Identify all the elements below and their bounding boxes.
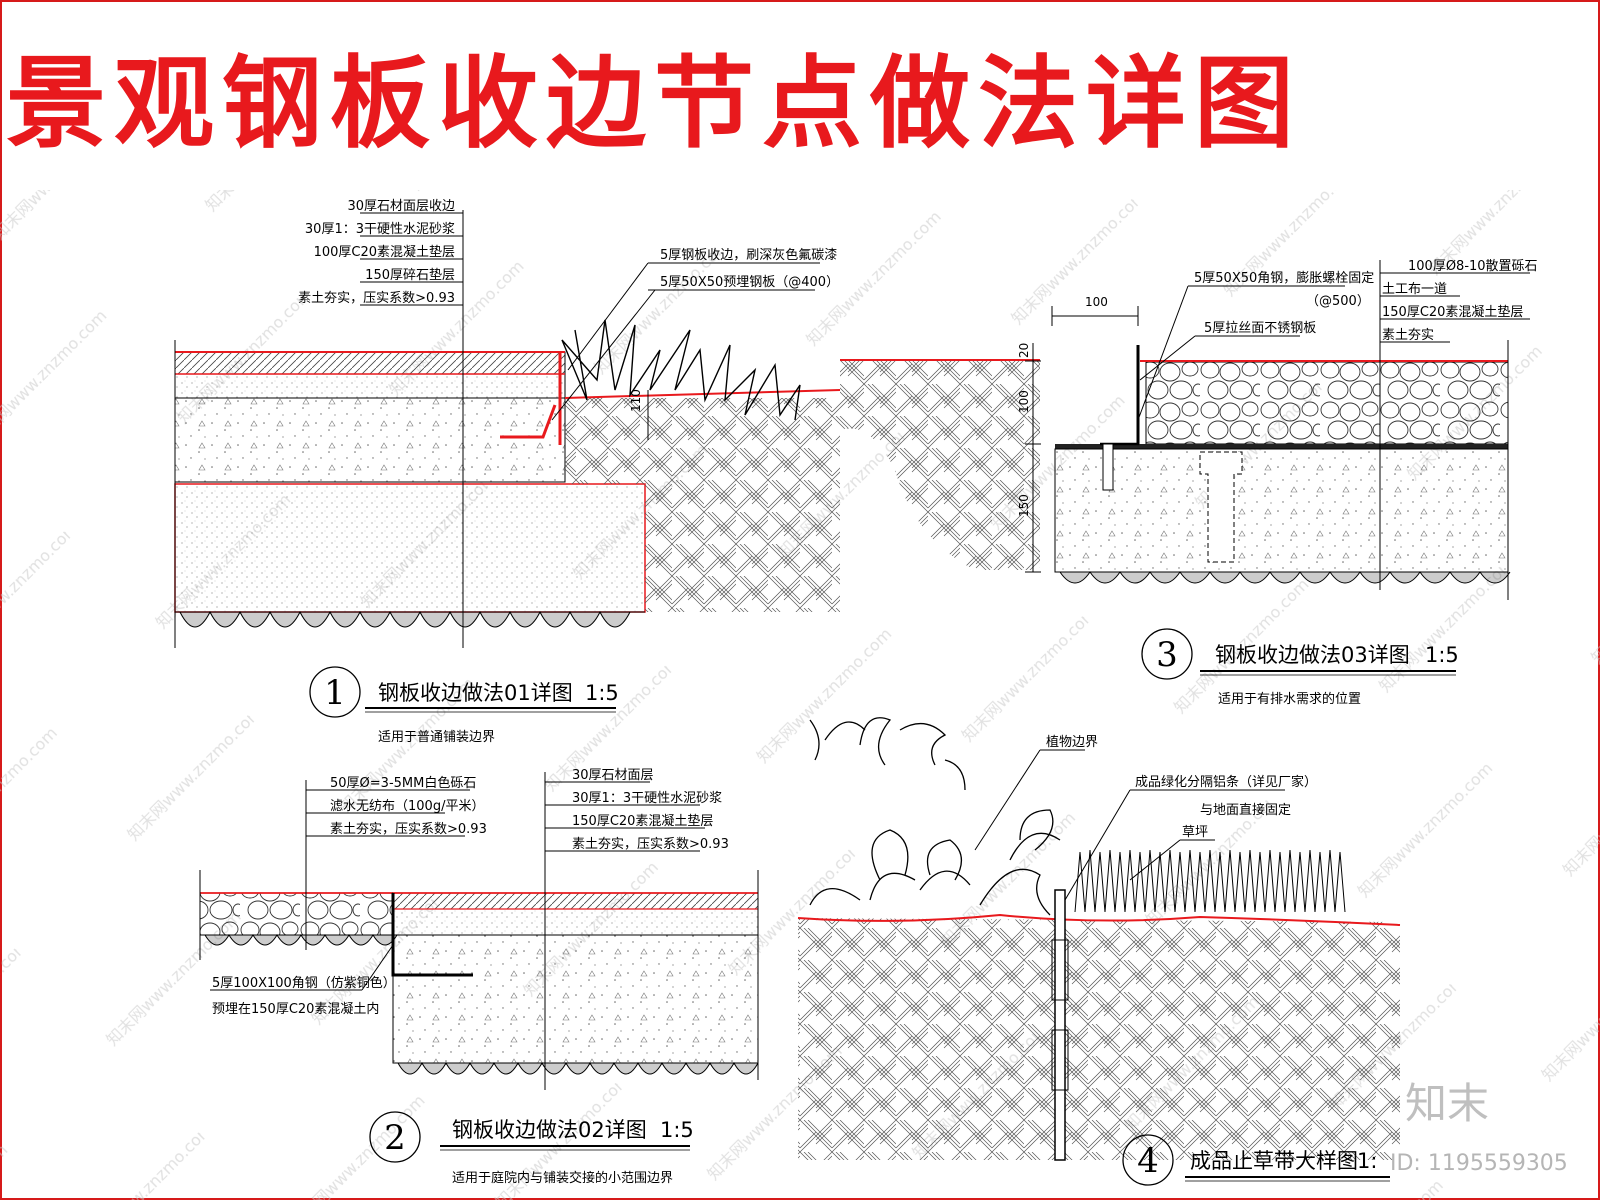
- dim-100: 100: [1017, 390, 1031, 413]
- concrete-layer: [392, 934, 759, 1064]
- layer-label: 素土夯实，压实系数>0.93: [298, 291, 455, 306]
- detail-3: 100 20 100 150 5厚50X50角钢，膨胀螺栓固定 （@500） 5…: [840, 259, 1538, 707]
- detail-number-circle: [309, 666, 361, 718]
- detail-number: 3: [1156, 635, 1178, 675]
- dim-20: 20: [1017, 343, 1031, 358]
- plate-labels: 5厚钢板收边，刷深灰色氟碳漆 5厚50X50预埋钢板（@400）: [551, 247, 839, 421]
- layer-label: 100厚Ø8-10散置砾石: [1408, 259, 1538, 274]
- note-label: 成品绿化分隔铝条（详见厂家）: [1135, 774, 1317, 790]
- layer-label: 素土夯实: [1382, 328, 1434, 343]
- mortar-layer: [392, 908, 759, 936]
- layer-label: 50厚Ø=3-5MM白色砾石: [330, 775, 476, 791]
- gravel-base-layer: [174, 483, 646, 613]
- angle-note: （@500）: [1306, 294, 1370, 309]
- layer-label: 素土夯实，压实系数>0.93: [572, 837, 729, 852]
- layer-label: 150厚C20素混凝土垫层: [572, 813, 713, 829]
- layer-label: 150厚C20素混凝土垫层: [1382, 304, 1523, 320]
- pebble-layer: [1145, 361, 1509, 445]
- soil-hatch: [840, 360, 1040, 570]
- grass: [561, 319, 801, 421]
- layer-label: 30厚1：3干硬性水泥砂浆: [305, 222, 455, 237]
- drawing-title: 景观钢板收边节点做法详图: [6, 45, 1302, 162]
- angle-note: 预埋在150厚C20素混凝土内: [212, 1001, 379, 1017]
- note-label: 植物边界: [1046, 735, 1098, 750]
- ground-surface-line: [797, 913, 1401, 926]
- plate-note: 5厚钢板收边，刷深灰色氟碳漆: [660, 247, 837, 263]
- detail-number-circle: [369, 1111, 421, 1163]
- plants: [809, 717, 1061, 916]
- detail-2: 50厚Ø=3-5MM白色砾石 滤水无纺布（100g/平米） 素土夯实，压实系数>…: [199, 768, 759, 1186]
- geotextile: [1055, 444, 1508, 449]
- soil-hatch: [798, 918, 1400, 1160]
- detail-1: 110 30厚石材面层收边 30厚1：3干硬性水泥砂浆 100厚C20素混凝土垫…: [174, 199, 841, 745]
- gravel-layer: [199, 892, 394, 936]
- detail-scale: 1:: [1357, 1149, 1377, 1173]
- detail-scale: 1:5: [585, 681, 619, 705]
- edge-stake: [1051, 939, 1069, 1001]
- detail-4: 植物边界 成品绿化分隔铝条（详见厂家） 与地面直接固定 草坪 4 成品止草带大样…: [797, 717, 1401, 1186]
- detail-caption: 成品止草带大样图: [1190, 1149, 1358, 1173]
- concrete-layer: [1054, 448, 1509, 573]
- detail-number: 1: [324, 673, 346, 713]
- brand-watermark: 知末: [1405, 1079, 1489, 1128]
- note-label: 与地面直接固定: [1200, 802, 1291, 818]
- layer-label: 100厚C20素混凝土垫层: [314, 244, 455, 260]
- layer-label: 素土夯实，压实系数>0.93: [330, 822, 487, 837]
- layer-label: 30厚1：3干硬性水泥砂浆: [572, 791, 722, 806]
- layer-label: 土工布一道: [1382, 282, 1447, 297]
- dim-150: 150: [1017, 494, 1031, 517]
- detail-scale: 1:5: [660, 1118, 694, 1142]
- compacted-soil: [200, 934, 398, 946]
- mortar-layer: [174, 373, 566, 399]
- compacted-soil: [393, 1061, 759, 1075]
- drain-pipe: [1199, 451, 1243, 563]
- embedded-plate: [500, 404, 557, 439]
- detail-subtitle: 适用于庭院内与铺装交接的小范围边界: [452, 1170, 673, 1186]
- detail-number: 4: [1137, 1141, 1159, 1181]
- angle-note: 5厚拉丝面不锈钢板: [1204, 321, 1316, 336]
- layer-label: 30厚石材面层收边: [347, 199, 455, 214]
- detail-scale: 1:5: [1425, 643, 1459, 667]
- detail-subtitle: 适用于普通铺装边界: [378, 730, 495, 745]
- angle-note: 5厚100X100角钢（仿紫铜色）: [212, 975, 396, 991]
- detail-caption: 钢板收边做法02详图: [452, 1118, 647, 1142]
- detail-number-circle: [1141, 628, 1193, 680]
- detail-subtitle: 适用于有排水需求的位置: [1218, 691, 1361, 707]
- angle-steel: [391, 893, 473, 977]
- stone-layer: [174, 351, 566, 375]
- layer-label: 30厚石材面层: [572, 768, 654, 783]
- dim-110: 110: [629, 389, 643, 412]
- layer-label: 150厚碎石垫层: [365, 267, 455, 283]
- detail-caption: 钢板收边做法01详图: [378, 681, 573, 705]
- compacted-soil: [1055, 571, 1511, 584]
- detail-number: 2: [384, 1118, 406, 1158]
- soil-hatch: [565, 398, 840, 612]
- note-label: 草坪: [1182, 825, 1208, 840]
- stone-layer: [392, 892, 759, 910]
- angle-note: 5厚50X50角钢，膨胀螺栓固定: [1194, 271, 1374, 286]
- detail-caption: 钢板收边做法03详图: [1215, 643, 1410, 667]
- lawn: [1074, 849, 1346, 913]
- detail-number-circle: [1122, 1134, 1174, 1186]
- expansion-bolt: [1102, 443, 1114, 491]
- id-watermark: ID: 1195559305: [1390, 1151, 1568, 1176]
- soil-surface-line: [564, 389, 841, 399]
- concrete-layer: [174, 397, 566, 483]
- plate-note: 5厚50X50预埋钢板（@400）: [660, 275, 839, 290]
- compacted-soil: [175, 610, 645, 628]
- layer-labels: 30厚石材面层收边 30厚1：3干硬性水泥砂浆 100厚C20素混凝土垫层 15…: [298, 199, 463, 306]
- layer-label: 滤水无纺布（100g/平米）: [330, 799, 484, 814]
- dim-width: 100: [1085, 295, 1108, 309]
- edge-strip: [1054, 889, 1066, 1161]
